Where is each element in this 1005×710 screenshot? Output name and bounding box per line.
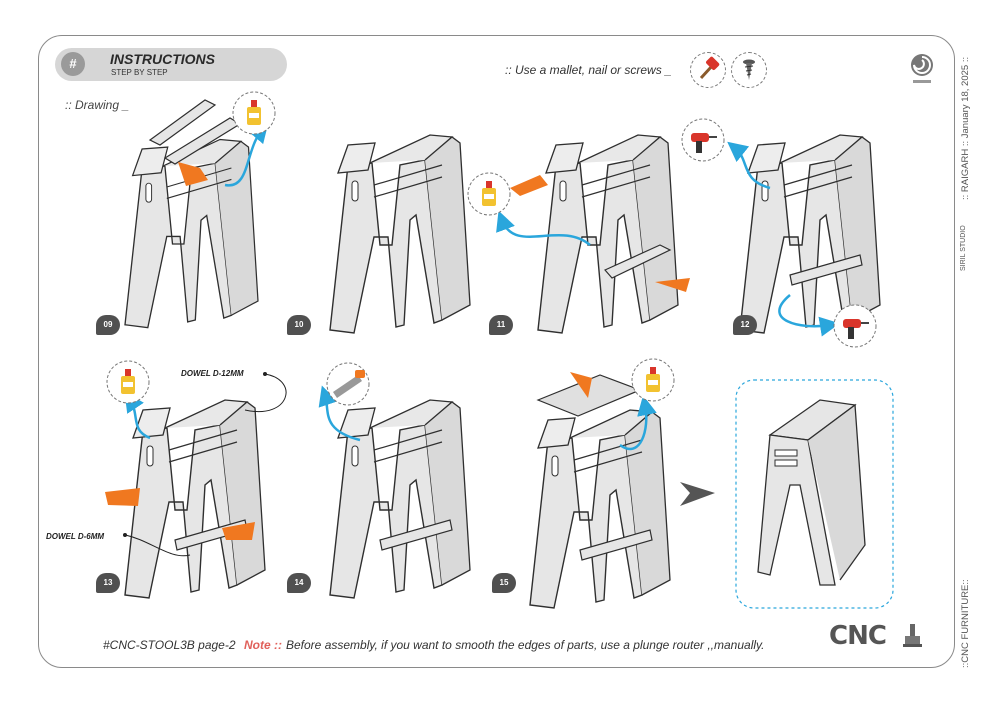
cnc-logo: CNC [829,621,887,651]
footer-note-label: Note :: [244,638,282,652]
footer-code: #CNC-STOOL3B page-2 [103,638,236,652]
dowel-small-label: DOWEL D-6MM [46,532,105,541]
header-bar [55,48,287,81]
screw-icon [731,52,767,88]
step-badge-13: 13 [96,573,120,593]
tools-label: :: Use a mallet, nail or screws _ [505,63,672,77]
step-10-drawing [329,134,471,334]
step-badge-10: 10 [287,315,311,335]
step-09-drawing [124,91,276,329]
router-bit-icon [903,624,922,647]
step-13-drawing [105,360,287,598]
footer-note: Before assembly, if you want to smooth t… [286,638,765,652]
step-badge-12: 12 [733,315,757,335]
mallet-icon [690,52,726,88]
brand-logo-icon [911,54,933,83]
page-frame [38,35,955,668]
dowel-large-label: DOWEL D-12MM [181,369,244,378]
hash-badge: # [61,52,85,76]
step-badge-14: 14 [287,573,311,593]
drawing-label: :: Drawing _ [65,98,130,112]
step-badge-11: 11 [489,315,513,335]
step-badge-09: 09 [96,315,120,335]
step-14-drawing [318,362,470,598]
page-subtitle: STEP BY STEP [111,68,168,77]
step-12-drawing [681,118,880,348]
step-badge-15: 15 [492,573,516,593]
step-15-drawing [530,358,675,608]
next-arrow-icon [680,482,715,506]
final-stool-drawing [757,399,866,586]
page-title: INSTRUCTIONS [110,51,215,67]
step-11-drawing [467,134,690,334]
